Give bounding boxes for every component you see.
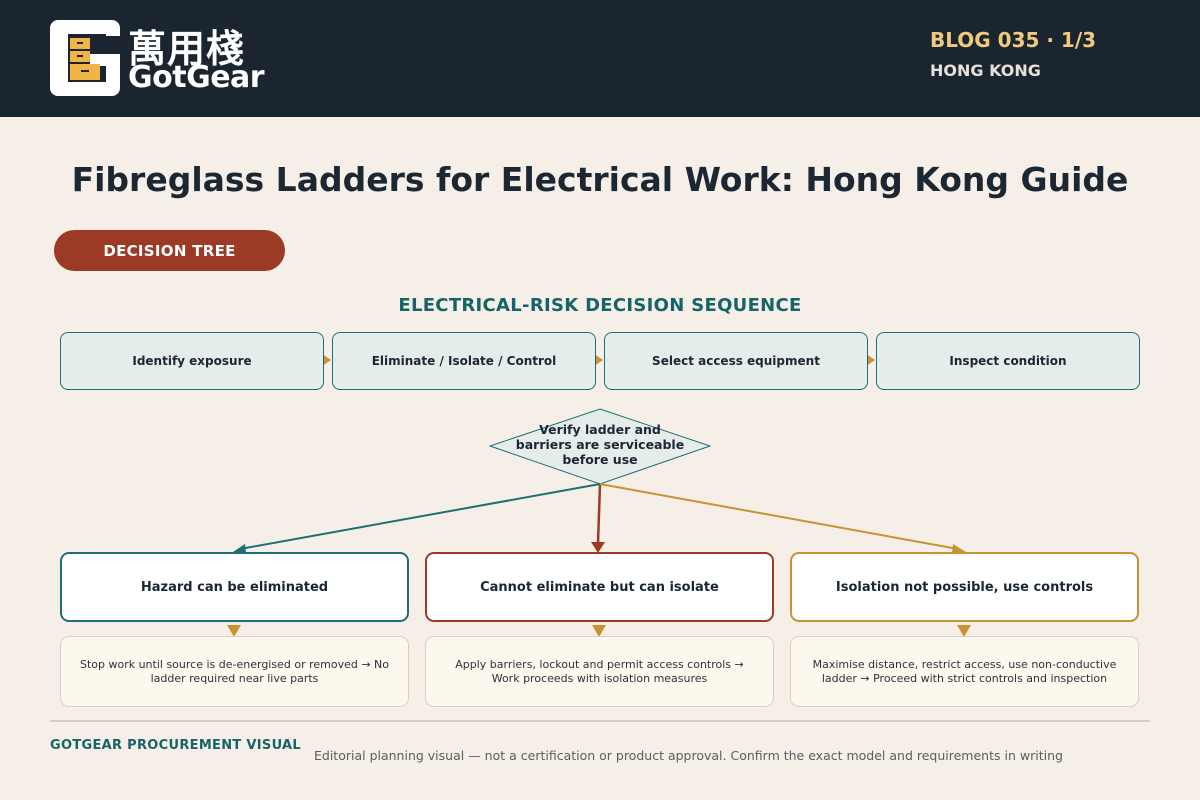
section-title: ELECTRICAL-RISK DECISION SEQUENCE xyxy=(398,295,802,316)
logo-cjk-text: 萬用棧 xyxy=(128,27,246,71)
connector-left-head xyxy=(233,544,246,553)
outcome-apply-barriers: Apply barriers, lockout and permit acces… xyxy=(425,636,774,707)
connector-left xyxy=(239,483,601,550)
decision-line-1: Verify ladder and xyxy=(539,422,661,437)
branch-hazard-eliminated: Hazard can be eliminated xyxy=(60,552,409,622)
footer-divider xyxy=(50,720,1150,722)
location-label: HONG KONG xyxy=(930,61,1041,80)
footer-disclaimer: Editorial planning visual — not a certif… xyxy=(314,748,1063,763)
step-select-access-equipment: Select access equipment xyxy=(604,332,868,390)
step-eliminate-isolate-control: Eliminate / Isolate / Control xyxy=(332,332,596,390)
outcome-arrow-2 xyxy=(592,625,606,637)
footer-brand: GOTGEAR PROCUREMENT VISUAL xyxy=(50,738,301,753)
connector-middle-head xyxy=(591,542,605,553)
decision-label: Verify ladder and barriers are serviceab… xyxy=(510,422,690,467)
step-identify-exposure: Identify exposure xyxy=(60,332,324,390)
connector-right-head xyxy=(952,544,966,553)
logo-latin-text: GotGear xyxy=(128,60,265,95)
branch-can-isolate: Cannot eliminate but can isolate xyxy=(425,552,774,622)
drawer-cabinet-icon xyxy=(50,20,120,96)
connector-right xyxy=(599,483,959,550)
connector-middle xyxy=(596,483,602,544)
decision-line-3: before use xyxy=(562,452,638,467)
outcome-arrow-3 xyxy=(957,625,971,637)
decision-line-2: barriers are serviceable xyxy=(515,437,685,452)
header-bar: 萬用棧 GotGear BLOG 035 · 1/3 HONG KONG xyxy=(0,0,1200,117)
page-title: Fibreglass Ladders for Electrical Work: … xyxy=(71,160,1129,199)
outcome-arrow-1 xyxy=(227,625,241,637)
step-inspect-condition: Inspect condition xyxy=(876,332,1140,390)
blog-id: BLOG 035 · 1/3 xyxy=(930,28,1097,52)
outcome-maximise-distance: Maximise distance, restrict access, use … xyxy=(790,636,1139,707)
gotgear-logo[interactable]: 萬用棧 GotGear xyxy=(50,20,265,96)
decision-tree-badge: DECISION TREE xyxy=(54,230,285,271)
outcome-stop-work: Stop work until source is de-energised o… xyxy=(60,636,409,707)
branch-use-controls: Isolation not possible, use controls xyxy=(790,552,1139,622)
